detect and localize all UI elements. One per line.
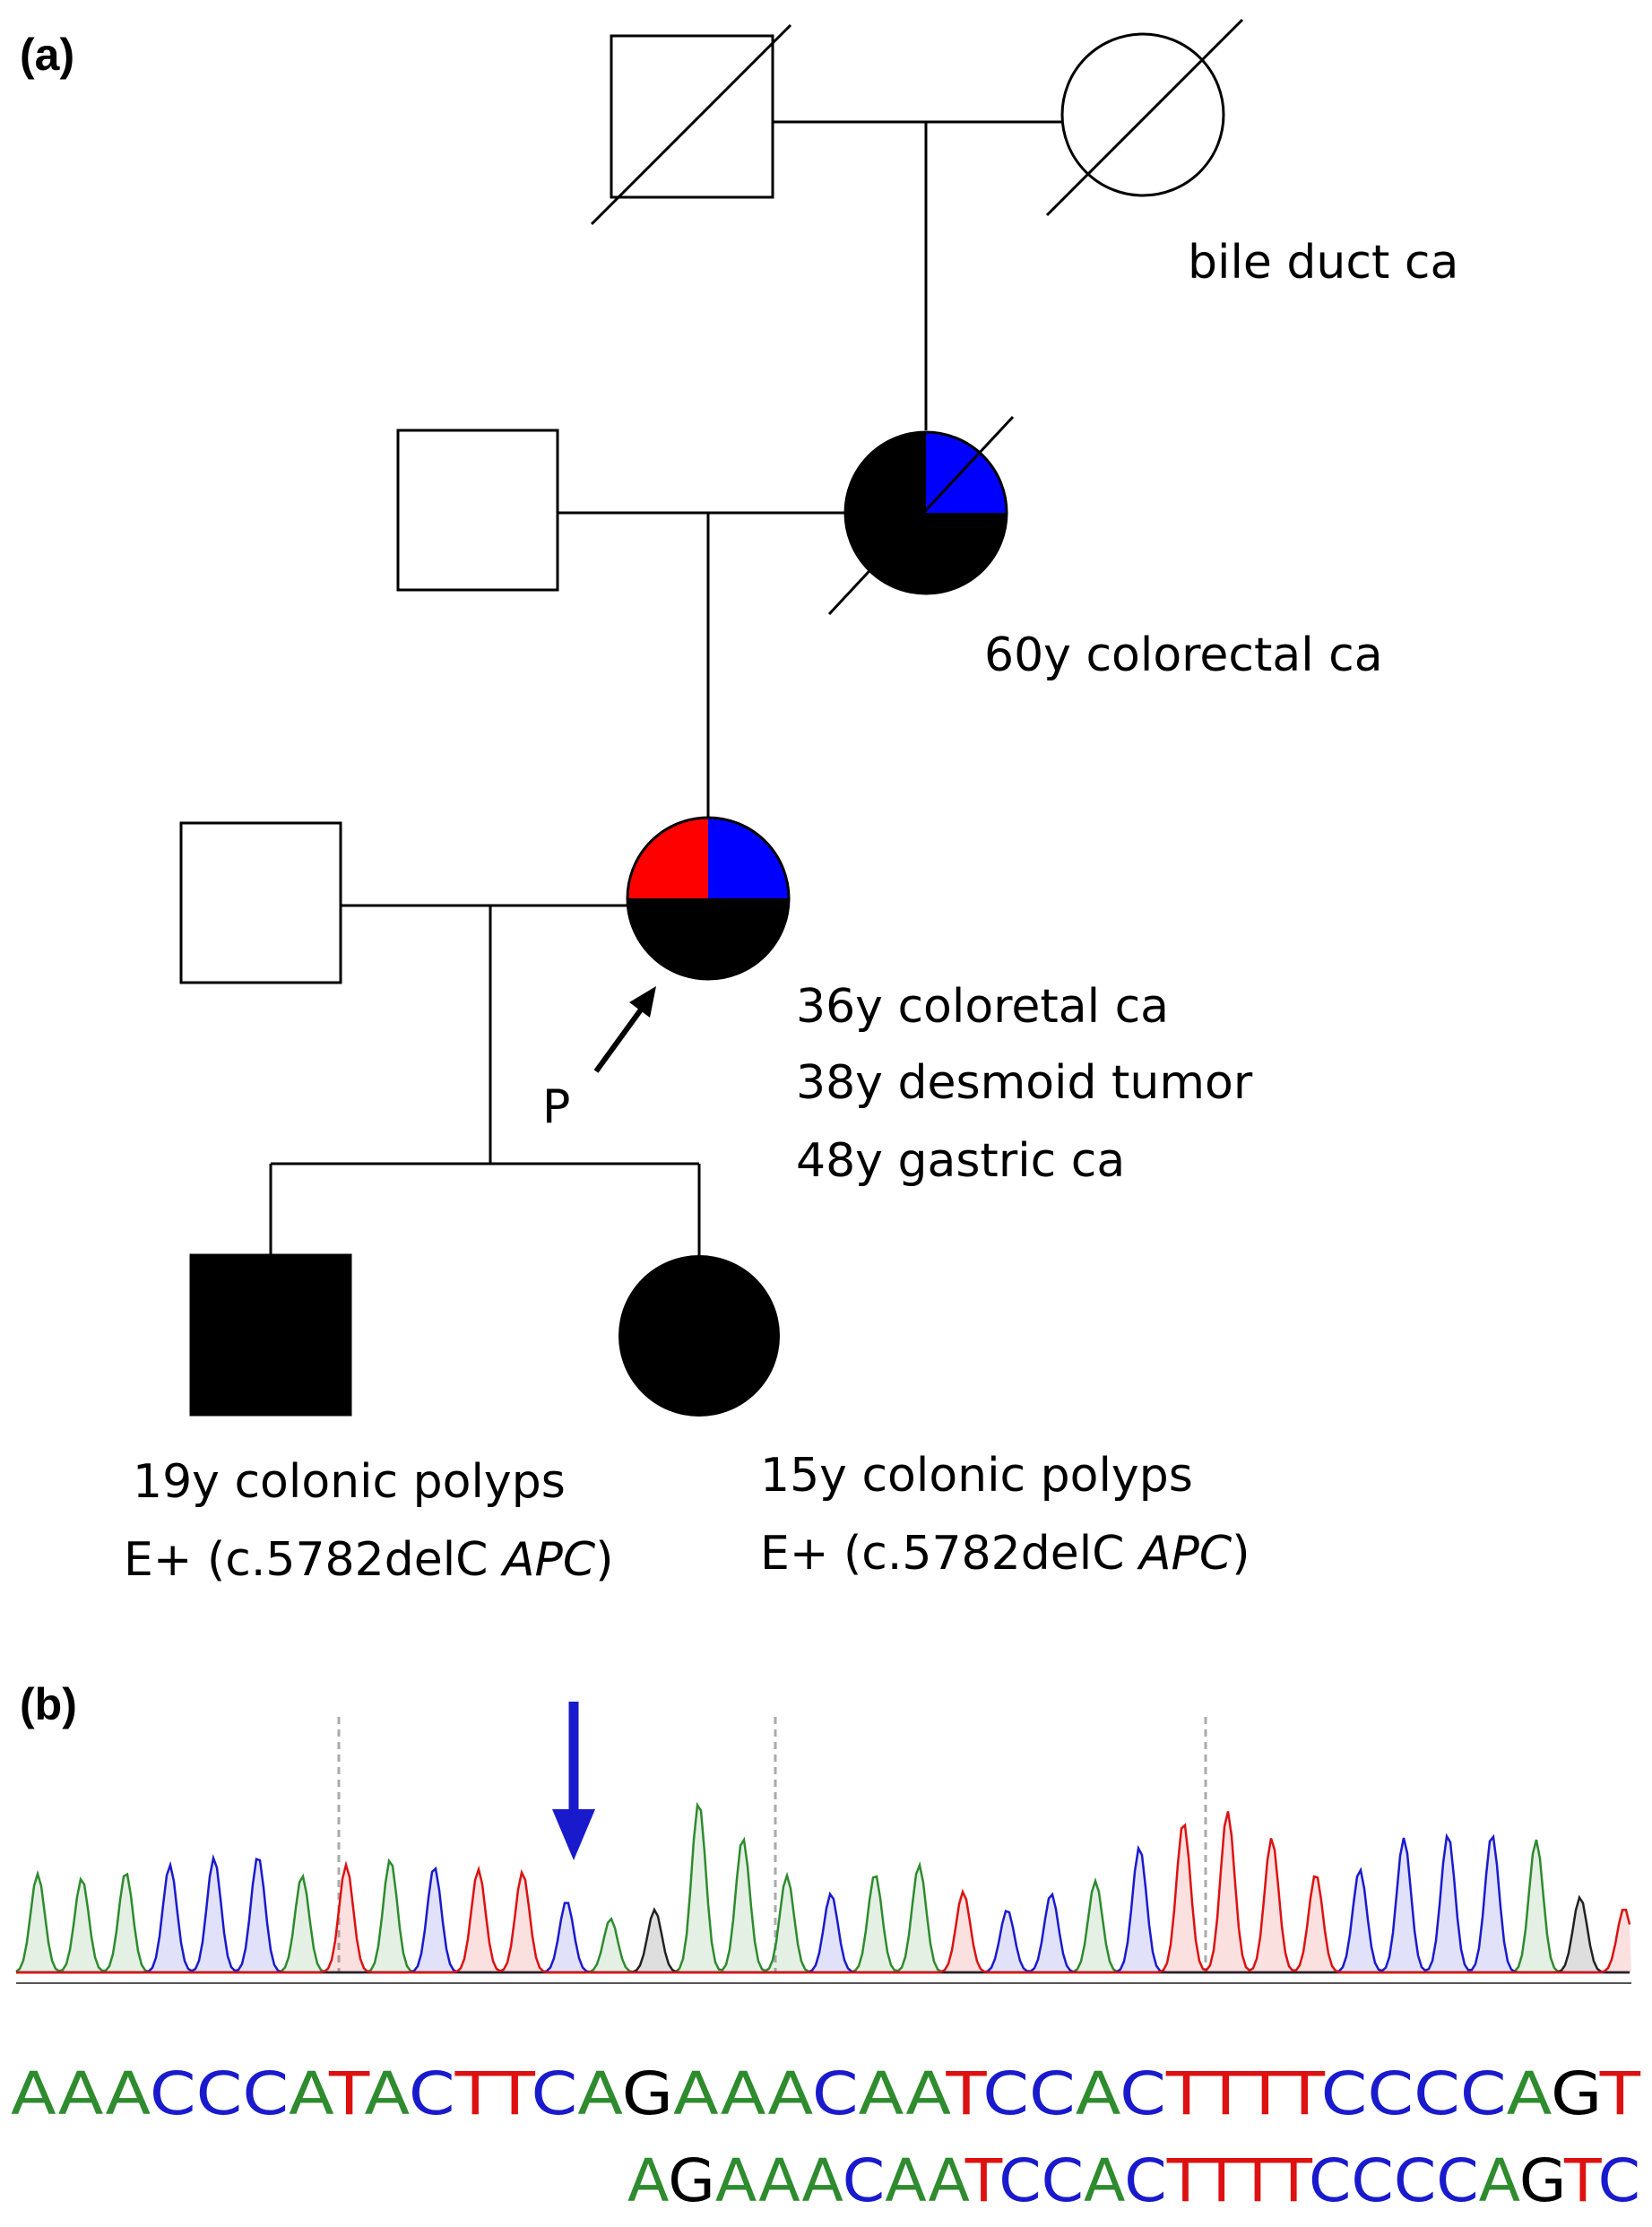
father-unaffected [396, 429, 559, 592]
grandmother-note: 60y colorectal ca [984, 628, 1383, 682]
sequence-bottom: AGAAACAATCCACTTTTCCCCAGTC [627, 2146, 1640, 2215]
sequence-top: AAACCCATACTTCAGAAACAATCCACTTTTCCCCAGT [11, 2059, 1641, 2128]
grandfather-deceased [590, 23, 792, 226]
mutation-arrow [552, 1702, 595, 1860]
proband-affected [626, 816, 791, 981]
son-affected [189, 1253, 352, 1417]
proband-marker: P [542, 1080, 570, 1134]
daughter-affected [618, 1255, 780, 1417]
daughter-note-2: E+ (c.5782delC APC) [760, 1527, 1250, 1581]
panel-a-label: (a) [20, 30, 74, 80]
chromatogram [15, 1717, 1631, 1984]
trace-fill-T [16, 1811, 1631, 1972]
trace-line-T [16, 1811, 1631, 1974]
grandmother-deceased [1045, 18, 1244, 217]
bile-duct-note: bile duct ca [1188, 236, 1458, 290]
proband-arrow [593, 986, 656, 1073]
proband-note-3: 48y gastric ca [796, 1134, 1125, 1188]
trace-fill-C [16, 1836, 1631, 1972]
son-note-1: 19y colonic polyps [133, 1455, 566, 1509]
daughter-note-1: 15y colonic polyps [760, 1449, 1193, 1503]
husband-unaffected [179, 821, 342, 984]
son-note-2: E+ (c.5782delC APC) [124, 1533, 614, 1587]
mother-affected-deceased [827, 415, 1015, 616]
proband-note-1: 36y coloretal ca [796, 980, 1169, 1034]
proband-note-2: 38y desmoid tumor [796, 1056, 1253, 1110]
panel-b-label: (b) [20, 1679, 77, 1729]
